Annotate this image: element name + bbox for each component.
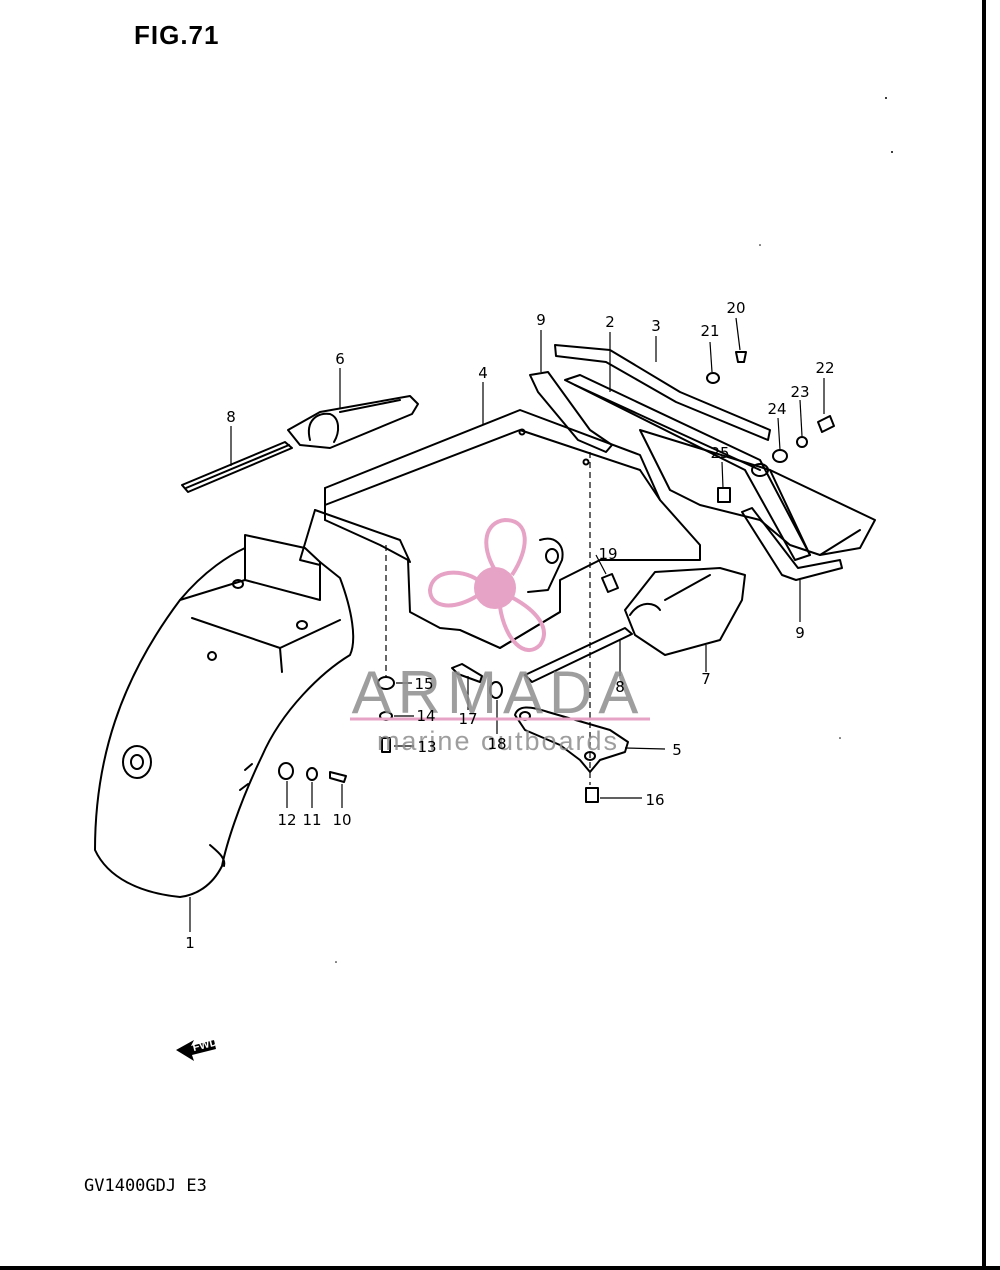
callout-12: 12 xyxy=(277,811,296,829)
callout-11: 11 xyxy=(302,811,321,829)
propeller-logo-icon xyxy=(427,517,546,652)
callout-5: 5 xyxy=(672,741,682,759)
callout-20: 20 xyxy=(726,299,745,317)
watermark-tagline: marine outboards xyxy=(377,726,619,756)
callout-labels: 1 2 3 4 5 6 7 8 8 9 9 10 11 12 13 14 15 … xyxy=(185,299,834,952)
callout-18: 18 xyxy=(487,735,506,753)
callout-2: 2 xyxy=(605,313,615,331)
part-strip-left xyxy=(181,441,293,493)
callout-1: 1 xyxy=(185,934,195,952)
callout-23: 23 xyxy=(790,383,809,401)
part-bolt-17 xyxy=(451,663,483,683)
part-rear-fender xyxy=(94,534,355,898)
scan-edge-right xyxy=(982,0,986,1270)
part-washer-18 xyxy=(489,681,503,699)
leader-lines xyxy=(189,317,825,932)
part-bracket-9-top xyxy=(529,371,613,453)
part-nut-23 xyxy=(796,436,808,448)
armada-watermark: ARMADA marine outboards xyxy=(350,517,650,756)
figure-title: FIG.71 xyxy=(134,20,220,50)
callout-3: 3 xyxy=(651,317,661,335)
part-nut-19 xyxy=(601,573,619,593)
callout-17: 17 xyxy=(458,710,477,728)
callout-8-right: 8 xyxy=(615,678,625,696)
callout-6: 6 xyxy=(335,350,345,368)
part-bolt-16 xyxy=(585,787,599,803)
part-washer-11 xyxy=(306,767,318,781)
part-upper-strip xyxy=(554,344,771,441)
fwd-direction-marker: FWD xyxy=(176,1036,219,1061)
watermark-brand: ARMADA xyxy=(352,659,645,726)
callout-19: 19 xyxy=(598,545,617,563)
part-upper-cover-left xyxy=(287,395,419,449)
part-bolt-10 xyxy=(329,771,347,783)
callout-21: 21 xyxy=(700,322,719,340)
scan-edge-bottom xyxy=(0,1266,1000,1270)
part-clip-25 xyxy=(717,487,731,503)
callout-16: 16 xyxy=(645,791,664,809)
part-lower-cover-right xyxy=(624,567,746,656)
callout-10: 10 xyxy=(332,811,351,829)
callout-24: 24 xyxy=(767,400,786,418)
part-rear-tray xyxy=(639,429,876,556)
part-washer-21 xyxy=(706,372,720,384)
scan-specks xyxy=(335,97,893,963)
part-screw-20 xyxy=(735,351,747,363)
callout-25: 25 xyxy=(710,444,729,462)
part-washer-24 xyxy=(772,449,788,463)
callout-13: 13 xyxy=(417,738,436,756)
part-strip-right xyxy=(524,627,633,683)
part-bolt-22 xyxy=(817,415,835,433)
model-code: GV1400GDJ E3 xyxy=(84,1176,207,1196)
callout-4: 4 xyxy=(478,364,488,382)
callout-14: 14 xyxy=(416,707,435,725)
part-screw-13 xyxy=(381,737,391,753)
callout-7: 7 xyxy=(701,670,711,688)
callout-22: 22 xyxy=(815,359,834,377)
part-nut-15 xyxy=(377,676,395,690)
callout-8-left: 8 xyxy=(226,408,236,426)
fwd-label: FWD xyxy=(191,1036,218,1054)
arrow-left-icon xyxy=(176,1040,216,1061)
callout-15: 15 xyxy=(414,675,433,693)
fastener-set xyxy=(278,351,835,803)
part-grommet-12 xyxy=(278,762,294,780)
callout-9-top: 9 xyxy=(536,311,546,329)
part-bracket-9-lower xyxy=(741,507,843,581)
callout-9-lower: 9 xyxy=(795,624,805,642)
